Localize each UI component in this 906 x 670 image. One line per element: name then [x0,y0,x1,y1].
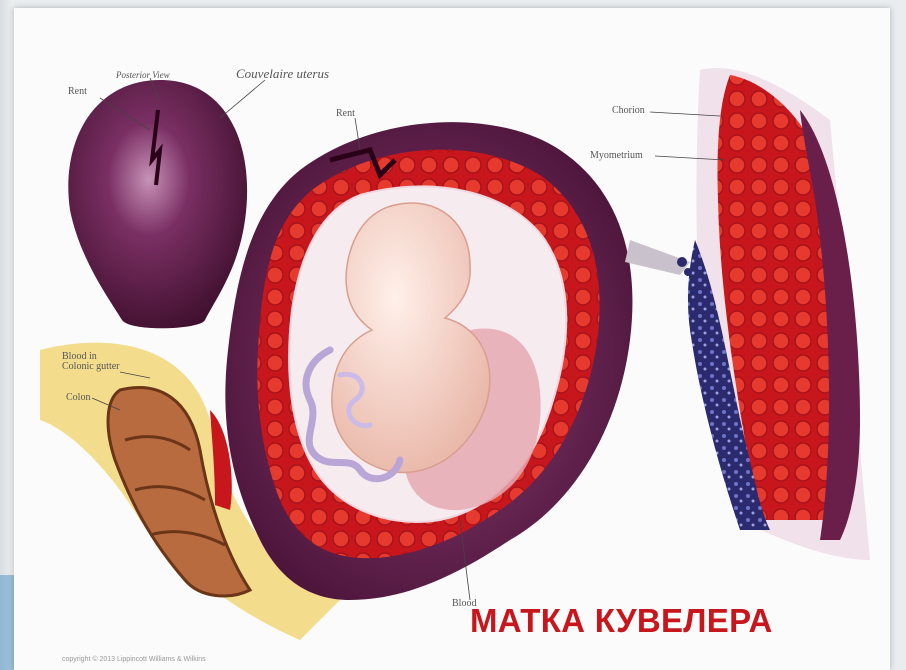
label-colon: Colon [66,392,90,403]
posterior-view-uterus [68,78,265,328]
slide-caption: МАТКА КУВЕЛЕРА [470,602,773,640]
myometrium-detail [625,68,870,560]
label-myometrium: Myometrium [590,150,643,161]
label-blood-in-colonic-gutter: Blood in Colonic gutter [62,352,120,372]
label-chorion: Chorion [612,105,645,116]
label-posterior-view: Posterior View [116,70,170,80]
label-rent-left: Rent [68,86,87,97]
label-rent-center: Rent [336,108,355,119]
main-uterus-section [225,118,632,600]
copyright-text: copyright © 2013 Lippincott Williams & W… [62,656,206,663]
label-couvelaire-uterus: Couvelaire uterus [236,66,329,82]
